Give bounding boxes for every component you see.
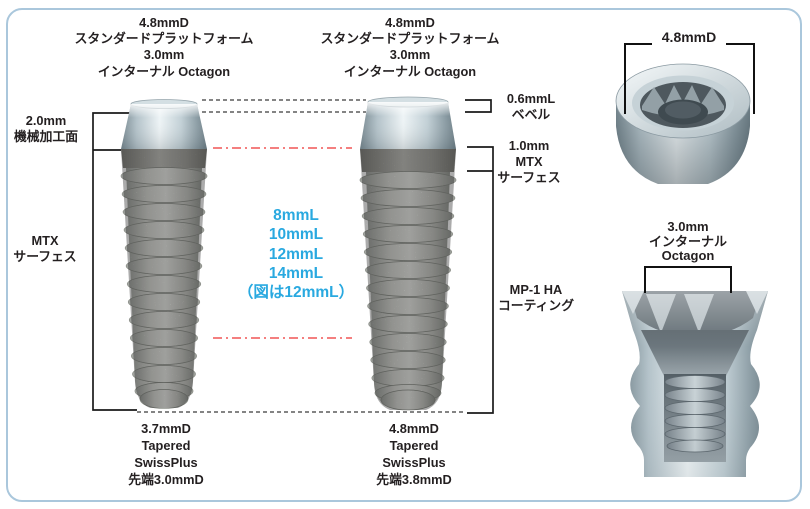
platform-diameter-dimension — [624, 43, 755, 114]
implant-lengths-label: 8mmL 10mmL 12mmL 14mmL （図は12mmL） — [237, 207, 355, 302]
platform-diameter-label: 4.8mmD — [661, 29, 717, 45]
measurement-brackets — [92, 99, 494, 414]
red-reference-lines — [213, 147, 352, 339]
ha-coating-label: MP-1 HA コーティング — [497, 282, 575, 313]
mtx-surface-right-label: 1.0mm MTX サーフェス — [497, 138, 561, 185]
implant-right-platform-label: 4.8mmD スタンダードプラットフォーム 3.0mm インターナル Octag… — [320, 15, 500, 79]
right-bracket — [467, 146, 494, 414]
implant-right-size-label: 4.8mmD Tapered SwissPlus 先端3.8mmD — [376, 421, 452, 487]
implant-right-illustration — [359, 96, 457, 411]
platform-top-view — [615, 63, 751, 184]
octagon-size-label: 3.0mm インターナル Octagon — [648, 219, 728, 263]
octagon-cross-section — [622, 291, 768, 477]
left-bracket — [92, 112, 137, 411]
bevel-label: 0.6mmL ベベル — [506, 91, 556, 122]
machined-collar-label: 2.0mm 機械加工面 — [14, 113, 78, 145]
implant-left-size-label: 3.7mmD Tapered SwissPlus 先端3.0mmD — [128, 421, 204, 487]
bevel-bracket — [465, 99, 492, 113]
guide-lines — [137, 99, 463, 413]
mtx-surface-left-label: MTX サーフェス — [13, 233, 77, 265]
implant-left-platform-label: 4.8mmD スタンダードプラットフォーム 3.0mm インターナル Octag… — [74, 15, 254, 79]
octagon-dimension — [644, 266, 732, 293]
implant-left-illustration — [120, 99, 208, 409]
